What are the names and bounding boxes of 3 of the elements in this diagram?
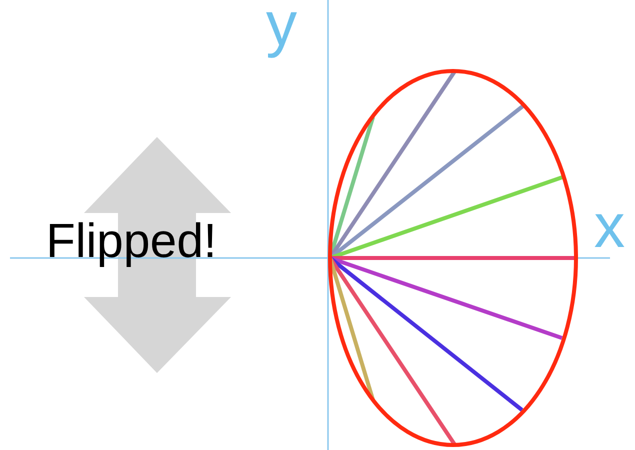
caption-text: Flipped!: [46, 218, 217, 266]
axis-label: x: [594, 196, 625, 258]
axis-label: y: [266, 0, 297, 56]
